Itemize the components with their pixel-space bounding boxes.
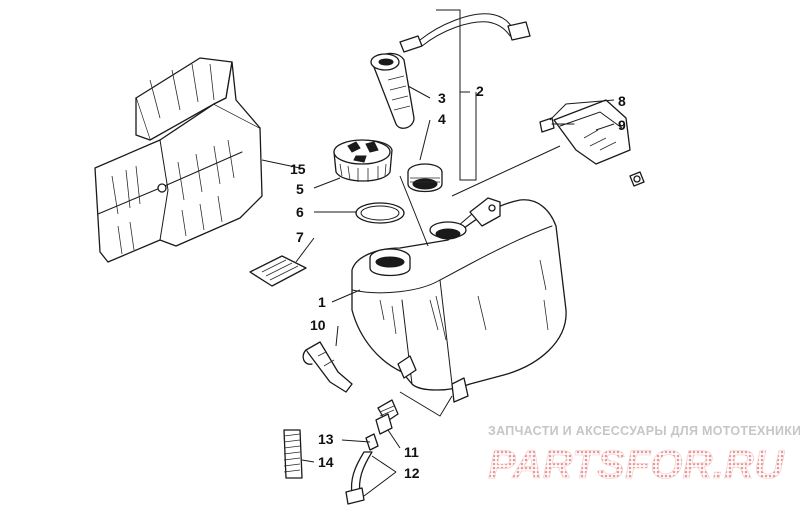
fuel-valve-lever [302, 341, 353, 393]
spring-filter [283, 429, 303, 479]
callout-12: 12 [404, 465, 420, 481]
callout-9: 9 [618, 117, 626, 133]
callout-13: 13 [318, 431, 334, 447]
partsfor-logo: PARTSFOR.RU [488, 443, 786, 488]
callout-4: 4 [438, 111, 446, 127]
watermark-logo-text: PARTSFOR.RU [488, 443, 785, 487]
callout-6: 6 [296, 204, 304, 220]
callout-1: 1 [318, 294, 326, 310]
fuel-cap [333, 139, 393, 182]
heat-shield-pad [94, 57, 263, 263]
callout-15: 15 [290, 161, 306, 177]
callout-11: 11 [404, 444, 419, 460]
callout-3: 3 [438, 90, 446, 106]
callout-2: 2 [476, 83, 484, 99]
callout-14: 14 [318, 454, 334, 470]
fuel-sender-assembly [370, 13, 531, 193]
watermark-caption: ЗАПЧАСТИ И АКСЕССУАРЫ ДЛЯ МОТОТЕХНИКИ [488, 424, 800, 438]
fuel-fitting [375, 399, 399, 435]
partsfor-watermark: ЗАПЧАСТИ И АКСЕССУАРЫ ДЛЯ МОТОТЕХНИКИ PA… [488, 424, 800, 493]
callout-numbers: 1 2 3 4 5 6 7 8 9 10 11 12 13 14 15 [290, 83, 626, 481]
mounting-bracket [539, 99, 645, 187]
callout-10: 10 [310, 317, 326, 333]
fuel-tank [351, 197, 567, 403]
callout-8: 8 [618, 93, 626, 109]
cap-gasket-o-ring [355, 202, 405, 224]
leader-lines [261, 9, 615, 497]
fuel-line-hose [345, 433, 379, 505]
warning-label-decal [249, 255, 307, 287]
callout-7: 7 [296, 229, 304, 245]
callout-5: 5 [296, 181, 304, 197]
